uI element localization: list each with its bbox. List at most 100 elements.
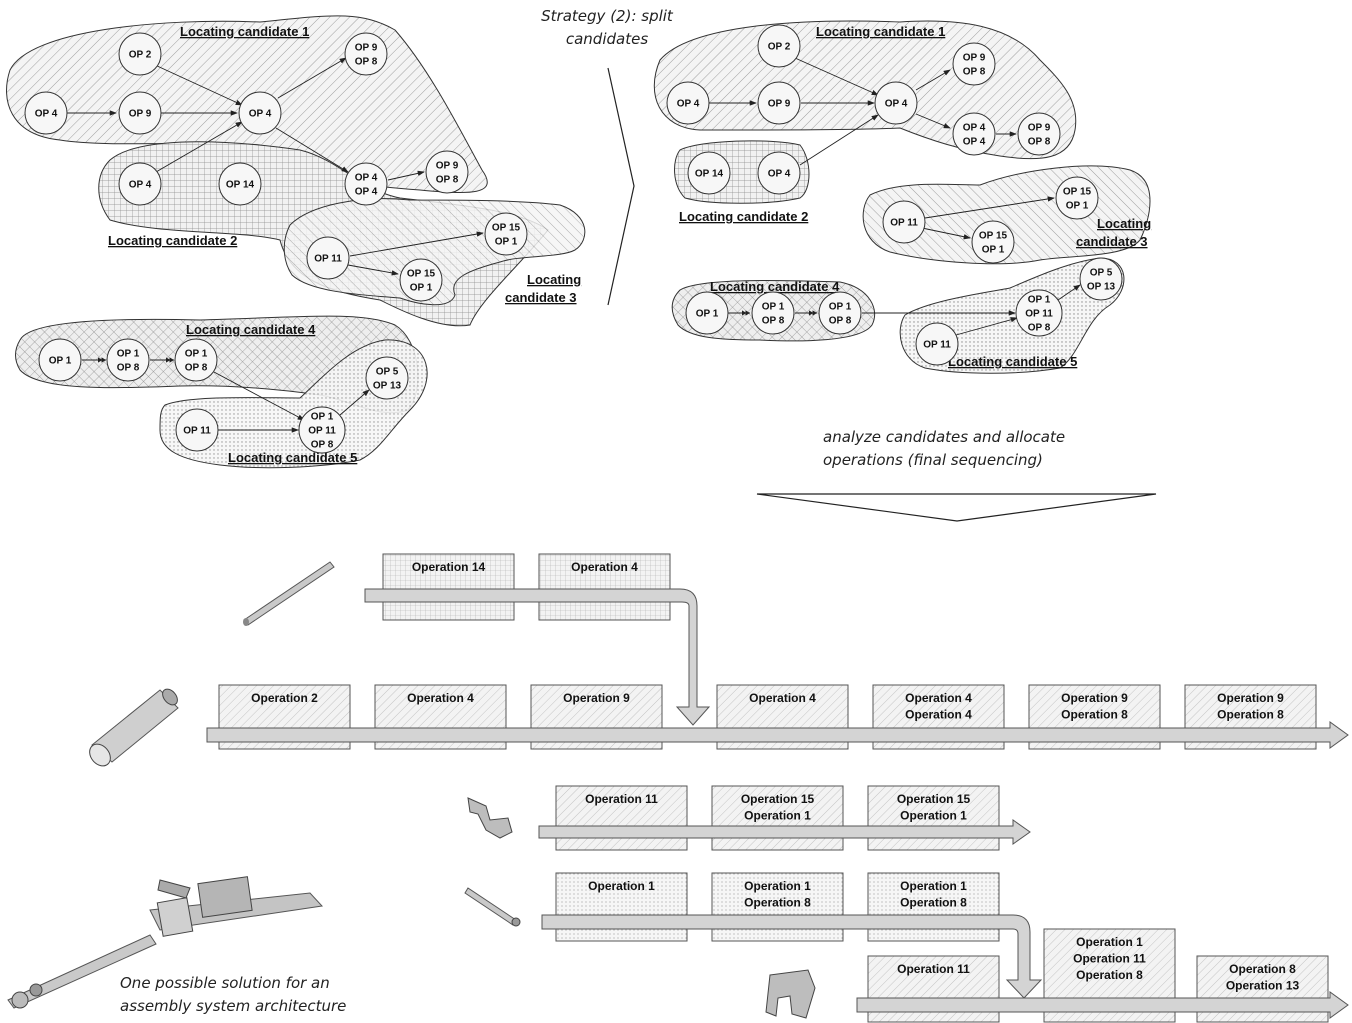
operation-label: Operation 15 [741,792,815,806]
right-node-circle [666,81,710,125]
left-blob-candidate-5 [159,339,428,469]
left-node-label: OP 1 [117,349,140,360]
right-node-label: OP 8 [1028,137,1051,148]
operation-label: Operation 4 [749,691,816,705]
right-node-circle [1055,176,1099,220]
right-node-label: OP 1 [1028,295,1051,306]
right-node-m8: OP 14 [687,151,731,195]
tube-part-icon [89,688,179,767]
right-node-circle [971,220,1015,264]
left-node-circle [425,150,469,194]
left-node-circle [238,91,282,135]
left-node-circle [344,162,388,206]
left-node-circle [118,91,162,135]
operation-label: Operation 9 [1061,691,1128,705]
right-node-circle [882,200,926,244]
left-node-n14: OP 1 OP 8 [106,338,150,382]
left-label-candidate-4: Locating candidate 4 [186,322,316,337]
left-node-label: OP 1 [185,349,208,360]
left-node-n17: OP 11 [175,408,219,452]
operation-label: Operation 1 [744,809,811,823]
right-node-label: OP 11 [1025,309,1053,320]
right-node-label: OP 1 [829,302,852,313]
operation-box-rect [555,872,688,942]
right-node-label: OP 14 [695,169,724,180]
right-node-label: OP 4 [677,99,700,110]
right-label-candidate-3-line1: Locating [1097,216,1151,231]
operation-box-rect [867,785,1000,851]
right-node-m11: OP 11 [882,200,926,244]
feeder-arrow-1 [364,588,711,726]
operation-label: Operation 9 [1217,691,1284,705]
right-node-circle [1017,112,1061,156]
right-node-label: OP 8 [762,316,785,327]
operation-label: Operation 13 [1226,979,1300,993]
rod-part-icon [243,561,335,626]
operation-label: Operation 1 [588,879,655,893]
left-node-circle [106,338,150,382]
left-node-label: OP 9 [129,109,152,120]
operation-box-rect [382,553,515,621]
operation-label: Operation 11 [1073,952,1146,966]
left-node-label: OP 1 [495,237,518,248]
operation-label: Operation 14 [412,560,486,574]
operation-label: Operation 8 [900,896,967,910]
left-node-n4: OP 9 [118,91,162,135]
left-node-n3: OP 4 [24,91,68,135]
right-node-m14: OP 1OP 8 [751,291,795,335]
operation-label: Operation 1 [1076,935,1143,949]
left-node-circle [365,356,409,400]
left-label-candidate-3-line1: Locating [527,272,581,287]
right-node-m18: OP 11 [915,322,959,366]
right-node-m3: OP 4 [666,81,710,125]
right-node-label: OP 15 [1063,187,1092,198]
right-node-circle [818,291,862,335]
left-edges [66,57,484,433]
left-graph: Locating candidate 1 Locating candidate … [6,15,586,469]
left-node-n6: OP 4 [118,162,162,206]
left-node-label: OP 11 [308,426,336,437]
left-node-label: OP 13 [373,381,402,392]
right-node-label: OP 13 [1087,282,1116,293]
left-node-label: OP 11 [314,254,342,265]
funnel-arrow-icon [756,493,1157,522]
right-node-label: OP 9 [1028,123,1051,134]
right-node-m5: OP 4 [874,81,918,125]
solution-caption-line1: One possible solution for an [120,974,330,992]
right-node-label: OP 8 [963,67,986,78]
right-node-m2: OP 9OP 8 [952,42,996,86]
right-node-label: OP 1 [1066,201,1089,212]
operation-label: Operation 4 [571,560,638,574]
subline-arrow-4 [541,914,1043,999]
right-label-candidate-4: Locating candidate 4 [710,279,840,294]
subline-arrow-3 [538,819,1031,845]
left-node-label: OP 1 [311,412,334,423]
analyze-caption-line1: analyze candidates and allocate [823,428,1066,446]
left-node-label: OP 15 [492,223,521,234]
right-node-circle [751,291,795,335]
bracket-part-icon [467,797,513,839]
right-node-label: OP 8 [829,316,852,327]
left-node-circle [175,408,219,452]
left-node-label: OP 8 [117,363,140,374]
right-edges [708,57,1081,336]
right-node-circle [757,151,801,195]
right-node-circle [1079,257,1123,301]
left-node-label: OP 8 [185,363,208,374]
operation-label: Operation 4 [407,691,474,705]
left-node-n2: OP 9OP 8 [344,32,388,76]
strategy-caption-line1: Strategy (2): split [541,7,673,25]
operation-label: Operation 4 [905,691,972,705]
right-label-candidate-5: Locating candidate 5 [948,354,1077,369]
left-node-label: OP 2 [129,50,152,61]
left-node-circle [218,162,262,206]
pin-part-icon [464,887,521,927]
right-graph: Locating candidate 1 Locating candidate … [653,20,1151,374]
main-line-arrow [206,721,1349,749]
right-node-circle [952,42,996,86]
right-node-m15: OP 1 OP 8 [818,291,862,335]
right-node-label: OP 9 [768,99,791,110]
right-node-label: OP 1 [696,309,719,320]
